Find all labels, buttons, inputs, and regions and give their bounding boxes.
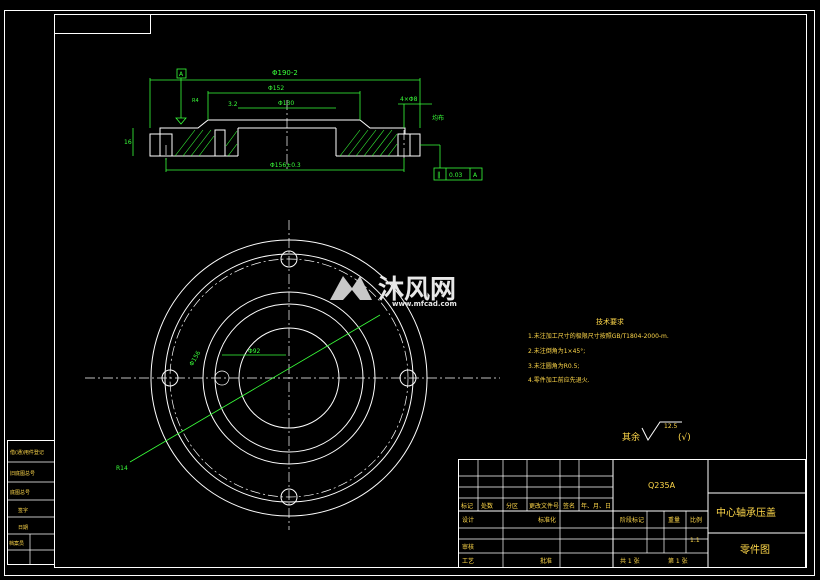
watermark: 沐风网 www.mfcad.com	[330, 275, 457, 308]
surface-finish-value: 12.5	[664, 423, 678, 430]
datum-a-label: A	[179, 71, 184, 78]
bolt-hole	[280, 250, 298, 268]
hole-note-label: 均布	[432, 114, 444, 122]
part-name: 中心轴承压盖	[716, 506, 776, 519]
diag-label: R14	[116, 465, 128, 472]
side-strip-item: 底图总号	[10, 489, 30, 496]
tb-row-label: 标记	[461, 502, 473, 510]
hole-spec-label: 4×Φ8	[400, 96, 418, 103]
side-strip-item: 档案员	[9, 540, 24, 547]
tech-req-item: 4.零件加工前应先退火.	[528, 376, 590, 384]
inner-drawing-frame	[54, 14, 807, 568]
tb-sheets: 共 1 张	[620, 557, 640, 565]
radius-r4-dim: R4	[192, 98, 199, 104]
watermark-logo-icon	[330, 276, 372, 300]
tb-approve-label: 批准	[540, 557, 552, 565]
tb-sheet-no: 第 1 张	[668, 557, 688, 565]
tb-design-label: 设计	[462, 516, 474, 524]
gdt-symbol: ∥	[437, 171, 441, 179]
inner-diameter-2-dim: Φ130	[278, 100, 294, 107]
surface-finish-suffix: (√)	[678, 432, 691, 443]
surface-finish-symbol-icon	[641, 421, 682, 441]
bolt-hole	[280, 488, 298, 506]
side-strip-item: 日期	[18, 525, 28, 531]
outer-circle	[150, 239, 428, 517]
tech-req-item: 1.未注加工尺寸的极限尺寸按照GB/T1804-2000-m.	[528, 332, 669, 340]
bolt-hole	[399, 369, 417, 387]
left-side-strip: 借(通)用件登记 旧底图总号 底图总号 签字 日期 档案员	[7, 440, 55, 565]
tech-req-title: 技术要求	[596, 317, 624, 326]
tb-row-label: 年、月、日	[581, 502, 611, 510]
height-dim: 16	[124, 139, 132, 146]
tb-row-label: 签名	[563, 502, 575, 510]
watermark-brand: 沐风网	[378, 275, 456, 305]
gdt-datum: A	[473, 172, 478, 179]
watermark-url: www.mfcad.com	[392, 300, 457, 308]
tb-scale-value: 1:1	[690, 537, 700, 544]
side-strip-item: 签字	[18, 507, 28, 514]
tech-requirements: 技术要求 1.未注加工尺寸的极限尺寸按照GB/T1804-2000-m. 2.未…	[528, 317, 669, 384]
title-block: 标记 处数 分区 更改文件号 签名 年、月、日 设计 标准化 审核 工艺 批准 …	[458, 459, 806, 568]
surface-finish-label: 其余	[622, 431, 640, 443]
tb-review-label: 审核	[462, 543, 474, 551]
tb-standardize-label: 标准化	[538, 516, 556, 524]
material-label: Q235A	[648, 481, 676, 490]
tb-stage-mark: 阶段标记	[620, 516, 644, 524]
bolt-circle-dim: Φ156±0.3	[270, 162, 301, 169]
drawing-type: 零件图	[740, 544, 770, 556]
section-view: Φ190-2 Φ152 Φ130 3.2 Φ156±0.3 16 A R4 4×…	[124, 68, 483, 181]
plan-view: R14 Φ92 Φ156	[85, 220, 500, 530]
gdt-value: 0.03	[449, 172, 463, 179]
outer-diameter-dim: Φ190-2	[272, 69, 298, 77]
tb-weight-label: 重量	[668, 516, 680, 524]
top-left-code-box	[54, 14, 151, 34]
tb-row-label: 处数	[481, 502, 493, 510]
surface-finish-note: 其余 12.5 (√)	[622, 421, 691, 443]
tb-scale-label: 比例	[690, 516, 702, 524]
outer-sheet-border	[4, 10, 815, 576]
tech-req-item: 2.未注倒角为1×45°;	[528, 347, 585, 355]
side-strip-item: 借(通)用件登记	[10, 449, 44, 456]
bolt-hole	[161, 369, 179, 387]
bolt-circle-label: Φ156	[188, 350, 202, 368]
groove-dim: 3.2	[228, 101, 238, 108]
tb-row-label: 更改文件号	[529, 502, 559, 510]
inner-diameter-1-dim: Φ152	[268, 85, 284, 92]
center-bore-circle	[238, 327, 340, 429]
tech-req-item: 3.未注圆角为R0.5;	[528, 362, 579, 370]
side-strip-item: 旧底图总号	[10, 470, 35, 477]
tb-process-label: 工艺	[462, 557, 474, 565]
center-hole-label: Φ92	[248, 348, 261, 355]
tb-row-label: 分区	[506, 502, 518, 510]
